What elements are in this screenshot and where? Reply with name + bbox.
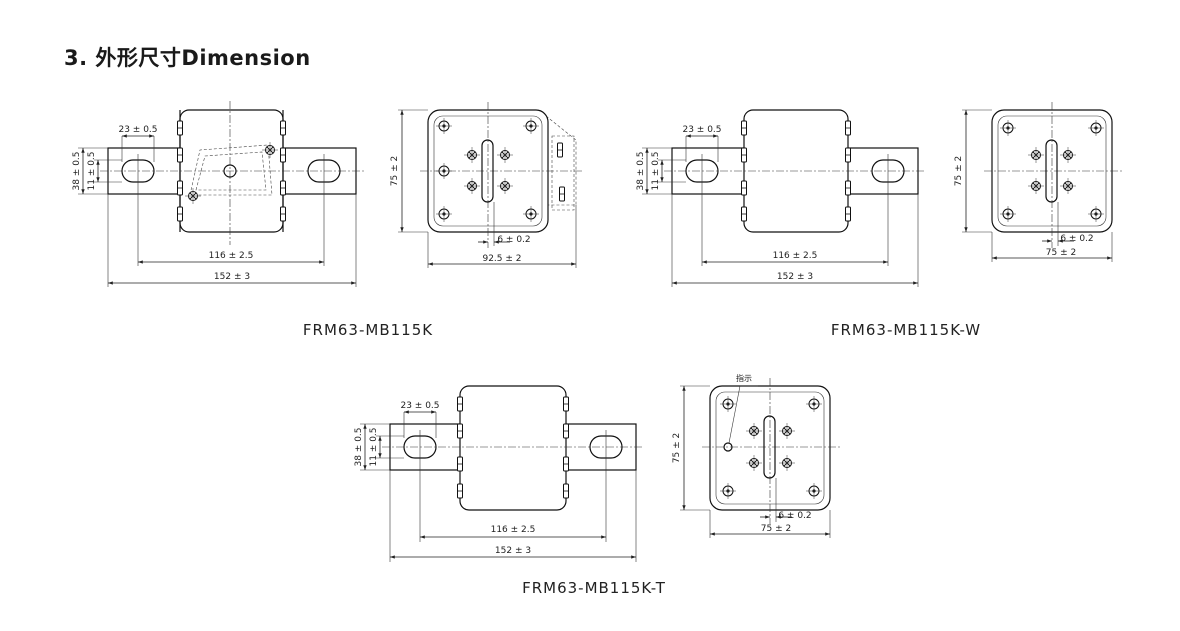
m1-slot-width-label: 23 ± 0.5 [118, 125, 157, 135]
m1-height-outer-label: 38 ± 0.5 [72, 151, 82, 190]
m3-end-height-label: 75 ± 2 [672, 433, 682, 463]
m3-end-offset-label: 6 ± 0.2 [778, 511, 811, 521]
model-3-front-view: 23 ± 0.5 38 ± 0.5 11 ± 0.5 116 ± 2.5 152… [354, 385, 644, 562]
m2-end-offset-label: 6 ± 0.2 [1060, 234, 1093, 244]
m1-body-length-label: 116 ± 2.5 [209, 251, 254, 261]
m3-total-length-label: 152 ± 3 [495, 546, 531, 556]
model-3-end-view: 指示 75 ± 2 6 ± 0.2 75 ± 2 [672, 373, 840, 538]
m2-total-length-label: 152 ± 3 [777, 272, 813, 282]
m3-end-width-label: 75 ± 2 [761, 524, 791, 534]
m1-total-length-label: 152 ± 3 [214, 272, 250, 282]
model-2-front-view: 23 ± 0.5 38 ± 0.5 11 ± 0.5 116 ± 2.5 152… [636, 109, 926, 287]
m1-end-offset-label: 6 ± 0.2 [497, 235, 530, 245]
m1-height-inner-label: 11 ± 0.5 [87, 151, 97, 190]
model-3-caption: FRM63-MB115K-T [522, 579, 666, 597]
m2-end-height-label: 75 ± 2 [954, 156, 964, 186]
m2-height-outer-label: 38 ± 0.5 [636, 151, 646, 190]
model-1-caption: FRM63-MB115K [303, 321, 433, 339]
model-2-caption: FRM63-MB115K-W [831, 321, 981, 339]
indicator-label: 指示 [736, 373, 752, 383]
m3-slot-width-label: 23 ± 0.5 [400, 401, 439, 411]
m3-height-outer-label: 38 ± 0.5 [354, 427, 364, 466]
section-title: 3. 外形尺寸Dimension [64, 46, 311, 70]
m3-body-length-label: 116 ± 2.5 [491, 525, 536, 535]
m3-height-inner-label: 11 ± 0.5 [369, 427, 379, 466]
model-1-front-view: 23 ± 0.5 38 ± 0.5 11 ± 0.5 116 ± 2.5 152… [72, 101, 364, 287]
model-2-end-view: 75 ± 2 6 ± 0.2 75 ± 2 [954, 102, 1122, 262]
m1-end-width-label: 92.5 ± 2 [482, 254, 521, 264]
model-1-end-view: 75 ± 2 6 ± 0.2 92.5 ± 2 [390, 102, 582, 268]
m1-end-height-label: 75 ± 2 [390, 156, 400, 186]
m2-slot-width-label: 23 ± 0.5 [682, 125, 721, 135]
m2-height-inner-label: 11 ± 0.5 [651, 151, 661, 190]
m2-end-width-label: 75 ± 2 [1046, 248, 1076, 258]
indicator-icon [723, 442, 733, 452]
m2-body-length-label: 116 ± 2.5 [773, 251, 818, 261]
